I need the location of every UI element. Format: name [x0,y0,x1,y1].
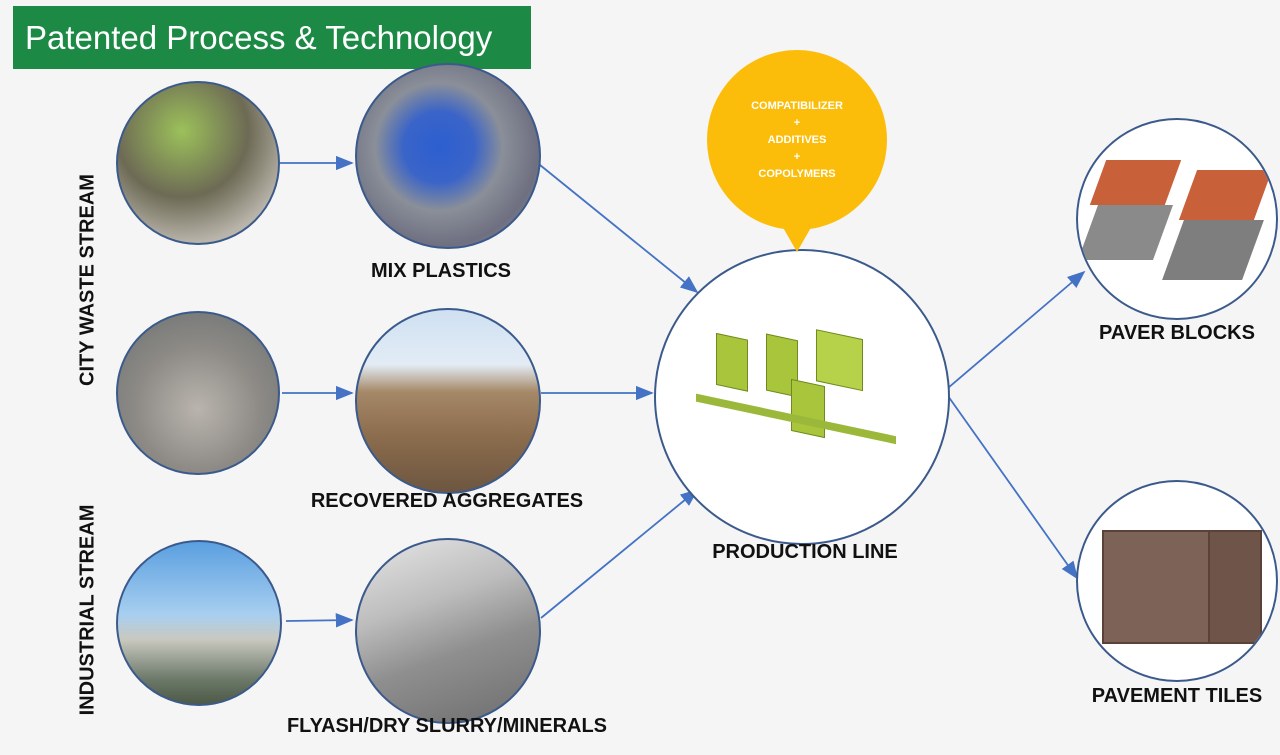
pavement-tiles-label: PAVEMENT TILES [1091,685,1263,707]
mix-plastics-label: MIX PLASTICS [370,260,512,282]
arrow-production-to-pavers [947,270,1086,389]
arrow-flyash-to-production [540,488,699,619]
bubble-line-compatibilizer: COMPATIBILIZER [751,99,843,112]
bubble-line-copolymers: COPOLYMERS [758,167,836,180]
construction-debris-image [116,311,280,475]
aggregates-image [355,308,541,494]
bubble-line-plus: + [793,150,801,163]
bubble-line-plus: + [793,116,801,129]
bubble-line-additives: ADDITIVES [767,133,827,146]
arrow-plant-to-flyash [285,613,354,628]
waste-workers-image [116,81,280,245]
additives-callout: COMPATIBILIZER + ADDITIVES + COPOLYMERS [707,50,887,230]
production-line-image [654,249,950,545]
arrow-production-to-tiles [947,395,1079,580]
recovered-aggregates-label: RECOVERED AGGREGATES [310,490,584,512]
flyash-label: FLYASH/DRY SLURRY/MINERALS [286,715,608,737]
power-plant-image [116,540,282,706]
industrial-stream-label: INDUSTRIAL STREAM [76,504,99,716]
page-title: Patented Process & Technology [13,6,531,69]
production-line-label: PRODUCTION LINE [712,541,898,563]
paver-blocks-image [1076,118,1278,320]
flyash-image [355,538,541,724]
paver-blocks-label: PAVER BLOCKS [1099,322,1255,344]
mix-plastics-image [355,63,541,249]
city-waste-stream-label: CITY WASTE STREAM [76,174,99,386]
pavement-tiles-image [1076,480,1278,682]
arrow-plastics-to-production [539,164,699,294]
